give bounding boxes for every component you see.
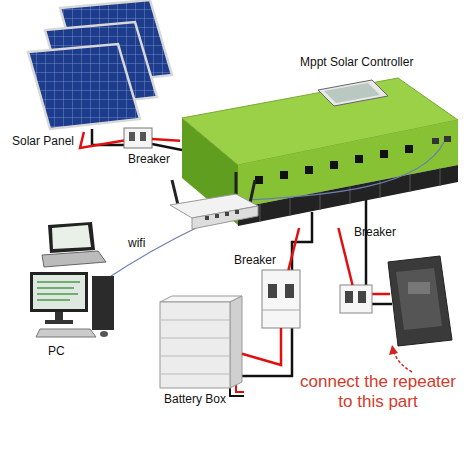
repeater-art [388, 256, 452, 346]
breaker-art [262, 310, 300, 311]
controller-art [255, 176, 263, 184]
controller-art [280, 171, 288, 179]
network-cable [105, 142, 444, 280]
power-wire [152, 139, 180, 141]
link-label: wifi [128, 236, 168, 250]
pc-art [33, 275, 85, 309]
battery-box-art [160, 302, 230, 388]
callout-note: connect the repeater to this part [292, 372, 464, 412]
router-art [235, 172, 238, 196]
wire [372, 303, 392, 306]
pc-art [45, 320, 73, 324]
callout-arrow [394, 352, 412, 372]
node-label: Breaker [354, 225, 396, 239]
pc-node: PC [28, 270, 118, 340]
solar-panel-art [28, 44, 140, 129]
controller-art [318, 80, 388, 106]
wire [152, 144, 182, 150]
breaker-art [358, 291, 366, 303]
controller-node: Mppt Solar Controller [180, 72, 458, 228]
router-art [235, 210, 239, 214]
wire [372, 293, 390, 296]
laptop-art [42, 251, 106, 267]
controller-art [432, 138, 439, 144]
pc-art [100, 331, 108, 337]
breaker-node: Breaker [340, 285, 372, 313]
solar-panel-node: Solar Panel [25, 0, 175, 132]
pc-art [92, 276, 114, 330]
breaker-art [285, 284, 294, 298]
node-label: Breaker [128, 152, 170, 166]
node-label: Mppt Solar Controller [300, 55, 413, 69]
breaker-art [345, 291, 353, 303]
callout-arrow [389, 345, 398, 355]
router-art [250, 180, 255, 203]
router-art [205, 216, 209, 220]
controller-art [330, 161, 338, 169]
router-art [172, 180, 178, 205]
wire [242, 328, 292, 376]
controller-art [238, 165, 458, 226]
repeater-art [388, 256, 452, 346]
breaker-node: Breaker [124, 128, 152, 148]
battery-box-art [160, 320, 230, 374]
pc-art [55, 312, 63, 320]
wire [365, 198, 368, 285]
controller-art [444, 136, 451, 142]
breaker-art [262, 270, 300, 328]
battery-box-art [230, 296, 242, 388]
pc-art [30, 272, 88, 312]
breaker-node: Breaker [262, 270, 300, 328]
controller-art [260, 168, 440, 222]
battery-box-art [160, 296, 242, 388]
controller-art [305, 166, 313, 174]
breaker-art [124, 128, 152, 148]
power-wire [80, 132, 124, 148]
controller-art [405, 145, 413, 153]
pc-art [37, 282, 80, 300]
repeater-art [408, 282, 430, 294]
router-art [225, 212, 229, 216]
solar-panel-art [28, 0, 172, 129]
battery-box-node: Battery Box [160, 296, 242, 388]
pc-art [36, 329, 96, 337]
node-label: Battery Box [164, 392, 226, 406]
repeater-art [396, 268, 442, 330]
network-cable [250, 142, 444, 200]
router-art [192, 206, 258, 229]
breaker-art [129, 132, 135, 141]
laptop-art [52, 225, 91, 249]
router-art [170, 172, 258, 229]
controller-art [355, 155, 363, 163]
network-cable [105, 226, 200, 280]
router-art [215, 214, 219, 218]
node-label: Breaker [234, 253, 276, 267]
breaker-art [340, 285, 372, 313]
breaker-art [140, 132, 146, 141]
breaker-art [268, 284, 277, 298]
breaker-art [340, 285, 372, 313]
controller-art [324, 83, 380, 103]
power-wire [338, 228, 352, 285]
power-wire [288, 228, 299, 270]
pc-art [30, 272, 114, 337]
breaker-art [262, 270, 300, 328]
callout-arrow [389, 345, 412, 372]
node-label: PC [48, 344, 65, 358]
node-label: Solar Panel [12, 134, 74, 148]
laptop-art [48, 222, 95, 253]
battery-box-art [160, 296, 242, 302]
controller-art [380, 150, 388, 158]
breaker-art [124, 128, 152, 148]
laptop-art [42, 222, 106, 267]
power-wire [242, 328, 281, 365]
